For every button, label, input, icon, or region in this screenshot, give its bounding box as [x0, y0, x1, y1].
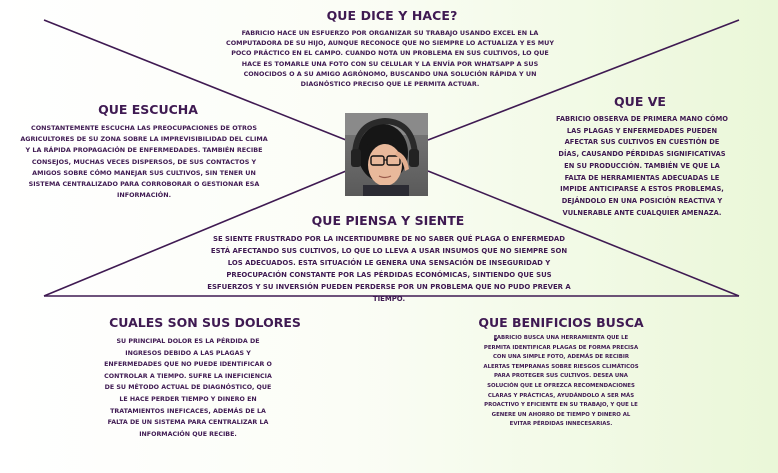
- que-ve-title: QUE VE: [614, 94, 666, 109]
- persona-avatar: [345, 113, 428, 196]
- persona-photo: [345, 113, 428, 196]
- list-item: FABRICIO BUSCA UNA HERRAMIENTA QUE LE PE…: [478, 334, 640, 430]
- cuales-son-sus-dolores-body: SU PRINCIPAL DOLOR ES LA PÉRDIDA DE INGR…: [104, 338, 272, 438]
- divider-diagonal-top-left: [43, 19, 347, 141]
- que-escucha-title: QUE ESCUCHA: [98, 102, 198, 117]
- que-beneficios-busca-title: QUE BENIFICIOS BUSCA: [478, 315, 644, 330]
- cuales-son-sus-dolores-title: CUALES SON SUS DOLORES: [109, 315, 301, 330]
- divider-diagonal-bottom-right: [427, 170, 740, 297]
- que-ve-body: FABRICIO OBSERVA DE PRIMERA MANO CÓMO LA…: [556, 115, 728, 217]
- que-piensa-y-siente-title: QUE PIENSA Y SIENTE: [311, 213, 465, 228]
- que-dice-y-hace-body: FABRICIO HACE UN ESFUERZO POR ORGANIZAR …: [226, 29, 554, 89]
- divider-diagonal-top-right: [427, 19, 740, 141]
- que-beneficios-busca-list: FABRICIO BUSCA UNA HERRAMIENTA QUE LE PE…: [478, 334, 640, 430]
- divider-diagonal-bottom-left: [43, 170, 347, 297]
- que-piensa-y-siente-body: SE SIENTE FRUSTRADO POR LA INCERTIDUMBRE…: [207, 235, 571, 303]
- que-dice-y-hace-title: QUE DICE Y HACE?: [326, 8, 458, 23]
- que-escucha-body: CONSTANTEMENTE ESCUCHA LAS PREOCUPACIONE…: [20, 124, 268, 200]
